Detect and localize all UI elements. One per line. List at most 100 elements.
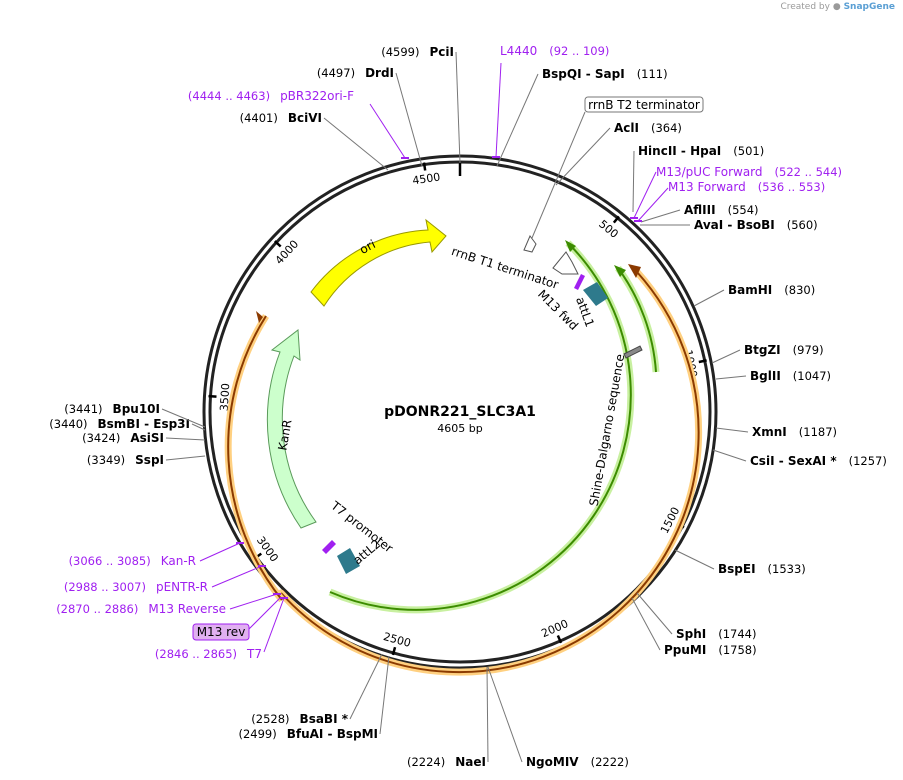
site-leader-line [496, 73, 539, 167]
green-feature-arc-2 [617, 267, 657, 373]
primer-t7[interactable]: (2846 .. 2865)T7 [155, 597, 288, 661]
rrnb-t2-leader [531, 111, 586, 239]
site-label: XmnI(1187) [752, 425, 837, 439]
shine-dalgarno-marker[interactable] [623, 345, 643, 359]
site-label: AflIII(554) [684, 203, 759, 217]
site-btgzi[interactable]: BtgZI(979) [711, 343, 824, 364]
tick-label-4500: 4500 [412, 170, 442, 187]
ori-feature[interactable] [310, 218, 447, 307]
site-leader-line [712, 449, 747, 462]
site-sspi[interactable]: (3349)SspI [87, 453, 206, 467]
site-label: (4599)PciI [381, 45, 454, 59]
primer-pentr-r[interactable]: (2988 .. 3007)pENTR-R [64, 565, 266, 594]
credit-brand: SnapGene [843, 2, 895, 12]
site-label: (2499)BfuAI - BspMI [238, 727, 378, 741]
site-afliii[interactable]: AflIII(554) [640, 203, 759, 223]
m13-rev-box-label: M13 rev [197, 625, 246, 639]
ori-label: ori [357, 237, 378, 257]
primer-label: (3066 .. 3085)Kan-R [69, 554, 196, 568]
primer-m13-reverse[interactable]: (2870 .. 2886)M13 Reverse [56, 593, 281, 616]
rrnb-t2-box[interactable]: rrnB T2 terminator [531, 96, 704, 239]
site-leader-line [323, 117, 389, 171]
site-asisi[interactable]: (3424)AsiSI [82, 431, 206, 445]
shine-dalgarno-label: Shine-Dalgarno sequence [587, 353, 628, 507]
site-naei[interactable]: (2224)NaeI [407, 666, 489, 769]
site-label: SphI(1744) [676, 627, 757, 641]
attl1-arrow[interactable] [583, 282, 608, 306]
snapgene-logo-icon: ● [832, 2, 841, 12]
tick-label-2000: 2000 [539, 617, 570, 640]
site-drdi[interactable]: (4497)DrdI [317, 66, 423, 167]
site-bamhi[interactable]: BamHI(830) [693, 283, 815, 307]
kanr-label: KanR [275, 419, 294, 452]
primer-leader-line [263, 597, 285, 653]
site-leader-line [711, 349, 741, 364]
credit-prefix: Created by [780, 2, 830, 12]
site-leader-line [674, 549, 715, 570]
site-bfuai-bspmi[interactable]: (2499)BfuAI - BspMI [238, 655, 390, 741]
green-feature-arrowhead-2 [614, 265, 626, 277]
site-bspei[interactable]: BspEI(1533) [674, 549, 806, 576]
primer-m13-forward[interactable]: M13 Forward(536 .. 553) [634, 180, 825, 222]
primer-leader-line [199, 542, 241, 562]
site-leader-line [715, 375, 747, 380]
tick-label-2500: 2500 [382, 630, 412, 650]
site-leader-line [349, 653, 383, 720]
site-leader-line [161, 408, 206, 428]
m13-rev-box[interactable]: M13 rev [192, 597, 281, 641]
primer-leader-line [637, 187, 669, 222]
tick-label-500: 500 [596, 218, 620, 241]
primer-kan-r[interactable]: (3066 .. 3085)Kan-R [69, 542, 244, 568]
site-csii-sexai[interactable]: CsiI - SexAI *(1257) [712, 449, 887, 468]
rrnb-t2-arrow[interactable] [523, 235, 537, 253]
m13-fwd-marker[interactable] [574, 274, 585, 290]
site-avai-bsobi[interactable]: AvaI - BsoBI(560) [640, 218, 818, 232]
site-leader-line [715, 427, 749, 433]
site-bsabi[interactable]: (2528)BsaBI * [251, 653, 383, 726]
site-hincii-hpai[interactable]: HincII - HpaI(501) [632, 144, 764, 213]
site-leader-line [486, 666, 489, 763]
site-label: (3441)Bpu10I [64, 402, 160, 416]
site-sphi[interactable]: SphI(1744) [636, 592, 757, 641]
site-leader-line [165, 455, 206, 461]
site-acli[interactable]: AclI(364) [555, 121, 682, 186]
site-label: (4497)DrdI [317, 66, 394, 80]
site-label: CsiI - SexAI *(1257) [750, 454, 887, 468]
site-label: BspEI(1533) [718, 562, 806, 576]
site-bspqi-sapi[interactable]: BspQI - SapI(111) [496, 67, 668, 167]
orange-feature-arc-1 [280, 271, 700, 674]
attl2-arrow[interactable] [337, 548, 360, 574]
site-label: (2528)BsaBI * [251, 712, 348, 726]
primer-m13-puc-forward[interactable]: M13/pUC Forward(522 .. 544) [630, 165, 842, 219]
site-label: (2224)NaeI [407, 755, 486, 769]
site-ngomiv[interactable]: NgoMIV(2222) [487, 666, 629, 769]
tick-mark-4500 [422, 162, 427, 171]
m13-fwd-label: M13 fwd [535, 287, 581, 333]
site-ppumi[interactable]: PpuMI(1758) [631, 597, 757, 657]
site-leader-line [640, 209, 681, 223]
site-xmni[interactable]: XmnI(1187) [715, 425, 837, 439]
site-pcii[interactable]: (4599)PciI [381, 45, 461, 164]
site-bpu10i[interactable]: (3441)Bpu10I [64, 402, 206, 428]
primer-pbr322ori-f[interactable]: (4444 .. 4463)pBR322ori-F [188, 89, 409, 159]
site-label: BtgZI(979) [744, 343, 824, 357]
primer-label: M13/pUC Forward(522 .. 544) [656, 165, 842, 179]
kanr-feature[interactable] [266, 329, 317, 529]
site-bsmbi-esp3i[interactable]: (3440)BsmBI - Esp3I [49, 417, 206, 431]
rrnb-t1-arrow[interactable] [552, 251, 579, 275]
t7-promoter-marker[interactable] [322, 540, 336, 554]
site-label: BamHI(830) [728, 283, 815, 297]
primer-label: (2988 .. 3007)pENTR-R [64, 580, 208, 594]
primer-l4440[interactable]: L4440(92 .. 109) [492, 44, 609, 158]
site-bglii[interactable]: BglII(1047) [715, 369, 831, 383]
site-label: (4401)BciVI [240, 111, 322, 125]
primer-label: (2846 .. 2865)T7 [155, 647, 262, 661]
site-label: BspQI - SapI(111) [542, 67, 668, 81]
site-label: BglII(1047) [750, 369, 831, 383]
primer-label: (2870 .. 2886)M13 Reverse [56, 602, 226, 616]
tick-mark-500 [612, 215, 620, 224]
site-label: HincII - HpaI(501) [638, 144, 764, 158]
site-bcivi[interactable]: (4401)BciVI [240, 111, 389, 171]
rrnb-t2-box-label: rrnB T2 terminator [588, 98, 700, 112]
